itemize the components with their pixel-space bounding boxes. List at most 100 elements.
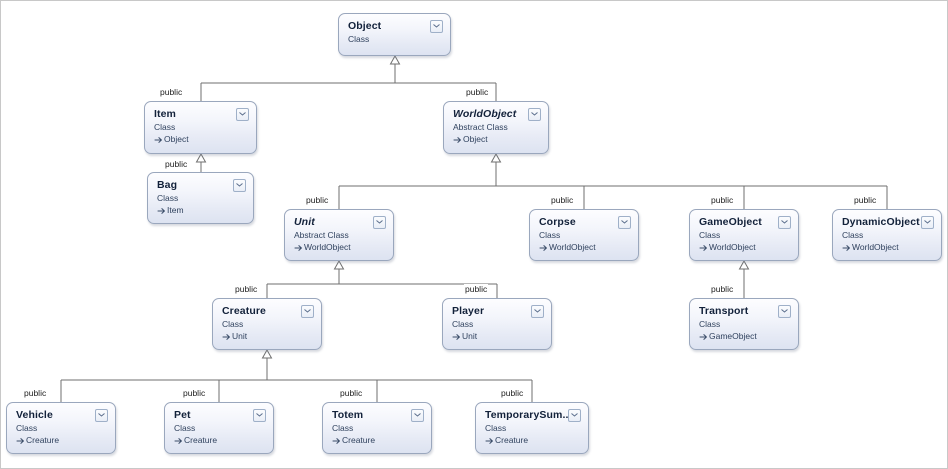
inheritance-arrow-icon — [699, 244, 707, 252]
inheritance-arrow-icon — [294, 244, 302, 252]
base-class-row: Unit — [222, 331, 313, 342]
inheritance-arrow-icon — [332, 437, 340, 445]
class-name: Totem — [332, 409, 364, 421]
edge-label-e-player-unit: public — [464, 284, 489, 294]
base-class-row: WorldObject — [294, 242, 385, 253]
inheritance-arrow-icon — [539, 244, 547, 252]
class-name: TemporarySum... — [485, 409, 572, 421]
collapse-chevron-icon[interactable] — [233, 179, 246, 192]
base-class-name: Unit — [232, 331, 248, 341]
class-name: Player — [452, 305, 485, 317]
inheritance-arrow-icon — [157, 207, 165, 215]
class-name: GameObject — [699, 216, 762, 228]
edge-label-e-bag-item: public — [164, 159, 189, 169]
collapse-chevron-icon[interactable] — [528, 108, 541, 121]
edge-label-e-vehicle-creature: public — [23, 388, 48, 398]
base-class-row: WorldObject — [699, 242, 790, 253]
base-class-row: GameObject — [699, 331, 790, 342]
inheritance-arrow-icon — [16, 437, 24, 445]
class-kind-label: Class — [539, 230, 561, 240]
collapse-chevron-icon[interactable] — [618, 216, 631, 229]
class-kind-label: Class — [16, 423, 38, 433]
inheritance-arrow-icon — [699, 333, 707, 341]
base-class-row: Creature — [16, 435, 107, 446]
class-kind-label: Abstract Class — [453, 122, 508, 132]
collapse-chevron-icon[interactable] — [430, 20, 443, 33]
class-kind-label: Class — [332, 423, 354, 433]
base-class-name: GameObject — [709, 331, 757, 341]
class-kind-label: Abstract Class — [294, 230, 349, 240]
edge-label-e-creature-unit: public — [234, 284, 259, 294]
edge-label-e-totem-creature: public — [339, 388, 364, 398]
base-class-row: Unit — [452, 331, 543, 342]
class-name: Pet — [174, 409, 191, 421]
collapse-chevron-icon[interactable] — [531, 305, 544, 318]
collapse-chevron-icon[interactable] — [778, 305, 791, 318]
class-kind-label: Class — [842, 230, 864, 240]
collapse-chevron-icon[interactable] — [95, 409, 108, 422]
base-class-name: Object — [164, 134, 189, 144]
inheritance-arrow-icon — [222, 333, 230, 341]
base-class-name: WorldObject — [852, 242, 899, 252]
class-kind-label: Class — [485, 423, 507, 433]
class-name: Corpse — [539, 216, 576, 228]
edge-label-e-transport-gameobject: public — [710, 284, 735, 294]
inheritance-arrow-icon — [842, 244, 850, 252]
edge-label-e-corpse-worldobject: public — [550, 195, 575, 205]
base-class-name: WorldObject — [549, 242, 596, 252]
inheritance-triangle-icon — [261, 348, 273, 359]
inheritance-arrow-icon — [174, 437, 182, 445]
class-kind-label: Class — [222, 319, 244, 329]
collapse-chevron-icon[interactable] — [778, 216, 791, 229]
collapse-chevron-icon[interactable] — [568, 409, 581, 422]
collapse-chevron-icon[interactable] — [921, 216, 934, 229]
base-class-row: Object — [453, 134, 540, 145]
class-name: Vehicle — [16, 409, 53, 421]
edge-label-e-pet-creature: public — [182, 388, 207, 398]
base-class-row: Creature — [174, 435, 265, 446]
inheritance-triangle-icon — [490, 152, 502, 163]
collapse-chevron-icon[interactable] — [373, 216, 386, 229]
class-name: Object — [348, 20, 382, 32]
base-class-name: Creature — [26, 435, 60, 445]
collapse-chevron-icon[interactable] — [301, 305, 314, 318]
class-kind-label: Class — [452, 319, 474, 329]
collapse-chevron-icon[interactable] — [236, 108, 249, 121]
edge-label-e-gameobject-worldobj: public — [710, 195, 735, 205]
inheritance-triangle-icon — [389, 54, 401, 65]
base-class-name: Item — [167, 205, 184, 215]
base-class-name: Object — [463, 134, 488, 144]
class-kind-label: Class — [699, 319, 721, 329]
inheritance-triangle-icon — [333, 259, 345, 270]
class-name: DynamicObject — [842, 216, 920, 228]
class-name: Unit — [294, 216, 315, 228]
base-class-row: Item — [157, 205, 245, 216]
collapse-chevron-icon[interactable] — [253, 409, 266, 422]
base-class-name: Creature — [495, 435, 529, 445]
collapse-chevron-icon[interactable] — [411, 409, 424, 422]
edge-label-e-worldobject-object: public — [465, 87, 490, 97]
base-class-name: WorldObject — [304, 242, 351, 252]
inheritance-triangle-icon — [195, 152, 207, 163]
class-kind-label: Class — [154, 122, 176, 132]
class-name: WorldObject — [453, 108, 517, 120]
base-class-row: Creature — [485, 435, 580, 446]
edge-label-e-tempsummon-creature: public — [500, 388, 525, 398]
